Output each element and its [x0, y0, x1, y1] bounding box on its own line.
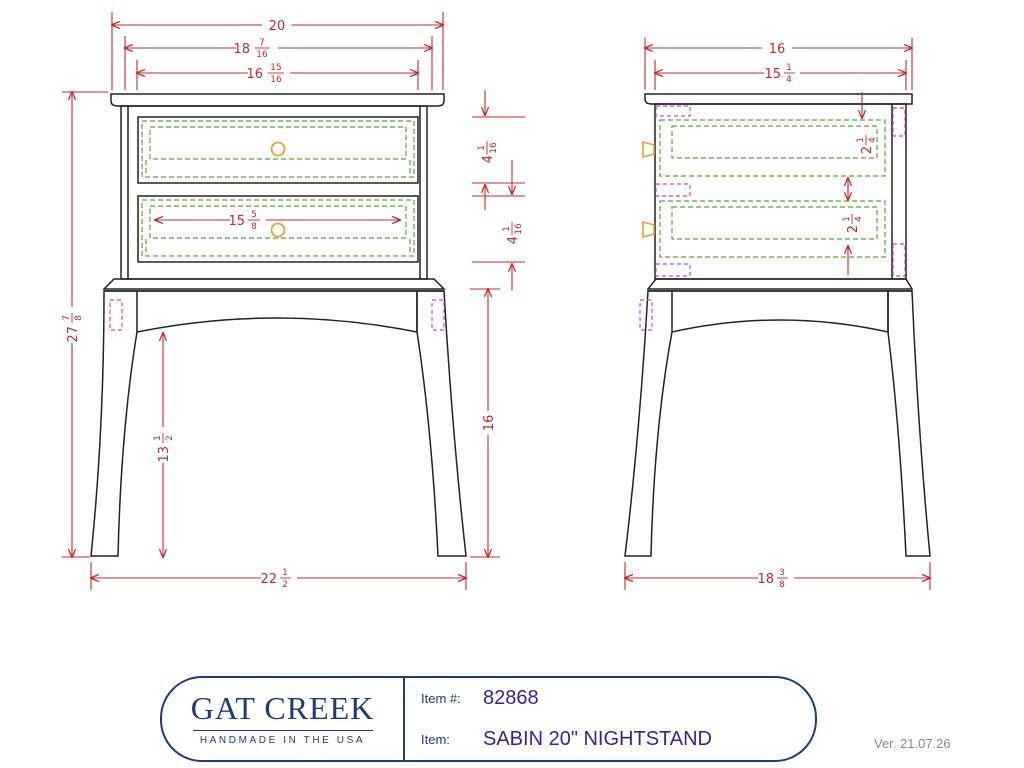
svg-text:16: 16 — [769, 42, 786, 57]
dim-drawer-height-2: 4 1 16 — [502, 222, 524, 244]
svg-text:4: 4 — [868, 137, 878, 143]
dim-overall-height: 27 7 8 — [60, 307, 84, 343]
side-apron — [671, 290, 889, 333]
svg-text:5: 5 — [251, 210, 257, 220]
front-base-molding — [102, 278, 446, 290]
dim-front-base-width: 22 1 2 — [260, 566, 297, 590]
dim-side-case-depth: 15 1 4 — [764, 62, 800, 86]
svg-text:15: 15 — [228, 214, 245, 229]
item-number-value: 82868 — [483, 687, 539, 709]
front-drawer-top — [137, 116, 419, 184]
svg-text:16: 16 — [270, 75, 282, 85]
svg-text:2: 2 — [846, 225, 861, 233]
svg-text:18: 18 — [757, 572, 774, 587]
brand-rule — [192, 730, 373, 731]
title-block: GAT CREEK HANDMADE IN THE USA Item #: 82… — [160, 676, 817, 762]
svg-text:1: 1 — [477, 145, 487, 151]
svg-text:1: 1 — [842, 216, 852, 222]
dim-drawer-height-1: 4 1 16 — [477, 141, 499, 163]
svg-text:2: 2 — [860, 146, 875, 154]
dimension-lines — [62, 12, 930, 590]
svg-text:8: 8 — [251, 222, 257, 232]
front-left-leg — [90, 290, 138, 557]
item-number-label: Item #: — [421, 691, 461, 706]
item-name-value: SABIN 20" NIGHTSTAND — [483, 728, 712, 750]
side-hidden-drawer-boxes — [659, 119, 886, 258]
svg-text:16: 16 — [246, 67, 263, 82]
svg-text:4: 4 — [786, 75, 792, 85]
svg-text:2: 2 — [282, 580, 288, 590]
svg-text:1: 1 — [153, 435, 163, 441]
front-hidden-joinery — [109, 299, 445, 331]
drawer-knob-bottom — [270, 222, 286, 238]
svg-text:2: 2 — [165, 435, 175, 441]
side-knob-profiles — [642, 140, 655, 239]
svg-text:7: 7 — [62, 315, 72, 321]
version-label: Ver. 21.07.26 — [874, 736, 951, 751]
item-number-row: Item #: 82868 — [405, 678, 815, 719]
svg-text:4: 4 — [854, 216, 864, 222]
front-top-slab — [110, 93, 445, 107]
item-name-row: Item: SABIN 20" NIGHTSTAND — [405, 719, 815, 760]
side-front-leg — [624, 290, 673, 557]
svg-text:4: 4 — [506, 236, 521, 244]
svg-text:27: 27 — [66, 326, 81, 343]
front-right-leg — [416, 290, 467, 557]
drawer-knob-top — [270, 141, 286, 157]
dim-side-overall-depth: 16 — [762, 40, 792, 57]
svg-text:15: 15 — [764, 67, 781, 82]
dim-front-top-width: 18 7 16 — [233, 36, 278, 60]
svg-text:20: 20 — [269, 19, 286, 34]
svg-text:1: 1 — [502, 226, 512, 232]
front-case — [120, 105, 428, 280]
front-hidden-drawer-boxes — [141, 120, 415, 257]
svg-text:16: 16 — [482, 415, 497, 432]
side-base-molding — [646, 278, 914, 290]
dim-side-drawer-depth-2: 2 1 4 — [842, 214, 864, 233]
front-view — [90, 93, 467, 557]
svg-text:13: 13 — [157, 446, 172, 463]
svg-text:1: 1 — [282, 568, 288, 578]
side-hidden-joinery — [639, 105, 906, 331]
brand-logo: GAT CREEK HANDMADE IN THE USA — [162, 678, 405, 760]
front-drawer-bottom — [137, 195, 419, 263]
dim-front-case-width: 16 15 16 — [246, 61, 290, 85]
side-view — [624, 93, 931, 557]
svg-text:16: 16 — [514, 223, 524, 235]
side-back-leg — [887, 290, 931, 557]
dim-side-drawer-depth-1: 2 1 4 — [856, 135, 878, 154]
dim-side-base-depth: 18 3 8 — [757, 566, 794, 590]
svg-text:3: 3 — [779, 568, 785, 578]
svg-text:18: 18 — [233, 42, 250, 57]
svg-text:16: 16 — [256, 50, 268, 60]
front-apron — [136, 290, 418, 333]
item-info: Item #: 82868 Item: SABIN 20" NIGHTSTAND — [405, 678, 815, 760]
dim-drawer-inner-width: 15 5 8 — [228, 208, 266, 232]
brand-name: GAT CREEK — [190, 690, 375, 726]
svg-text:16: 16 — [489, 142, 499, 154]
svg-text:1: 1 — [786, 63, 792, 73]
side-top-slab — [644, 93, 913, 105]
svg-text:8: 8 — [779, 580, 785, 590]
svg-text:8: 8 — [74, 315, 84, 321]
dim-leg-height: 16 — [479, 411, 497, 435]
svg-text:7: 7 — [259, 38, 265, 48]
side-case — [654, 103, 907, 280]
svg-text:4: 4 — [481, 155, 496, 163]
svg-text:22: 22 — [260, 572, 277, 587]
item-name-label: Item: — [421, 732, 450, 747]
svg-text:15: 15 — [270, 63, 281, 73]
dim-apron-clearance: 13 1 2 — [151, 427, 175, 463]
brand-tagline: HANDMADE IN THE USA — [199, 735, 366, 746]
svg-text:1: 1 — [856, 137, 866, 143]
dim-front-overall-width: 20 — [262, 16, 292, 34]
